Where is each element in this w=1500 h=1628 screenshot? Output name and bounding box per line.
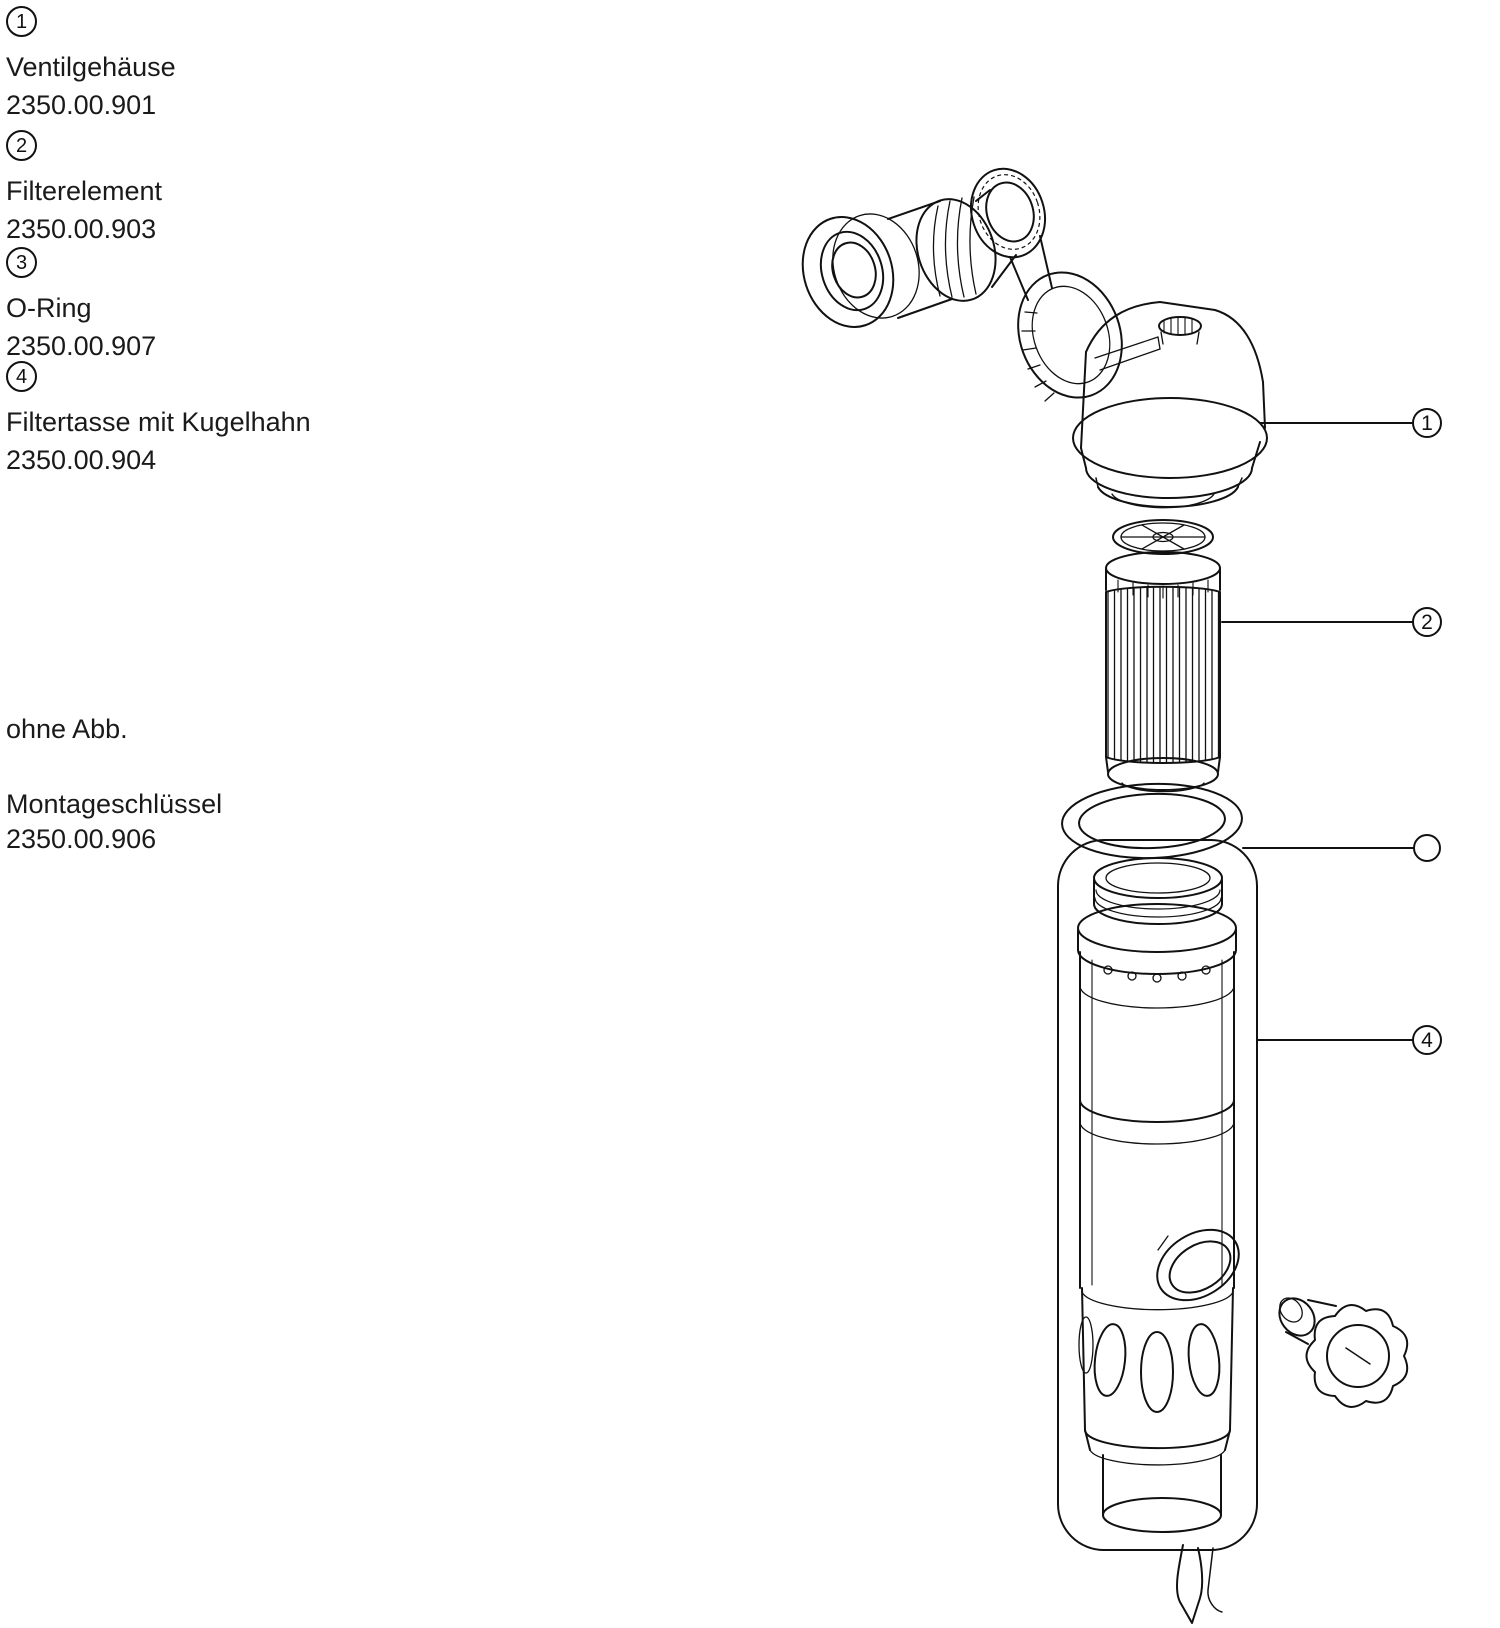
part-4-name: Filtertasse mit Kugelhahn [6,407,311,437]
part-1-code: 2350.00.901 [6,90,157,120]
callouts [1221,408,1442,1055]
no-illustration-code: 2350.00.906 [6,824,157,854]
filter-cup-drawing [1057,839,1258,1624]
part-3-number-badge: 3 [6,247,37,278]
part-1-number-badge: 1 [6,6,37,37]
callout-number-4: 4 [1421,1029,1433,1052]
legend-entry-1: 1 Ventilgehäuse 2350.00.901 [6,6,176,121]
callout-circle-3 [1413,834,1441,862]
part-2-code: 2350.00.903 [6,214,157,244]
part-2-name: Filterelement [6,176,163,206]
callout-circle-1 [1412,408,1442,438]
part-3-name: O-Ring [6,293,92,323]
legend-entry-3: 3 O-Ring 2350.00.907 [6,247,156,362]
callout-numbers: 1 2 4 [1421,412,1433,1052]
callout-circle-2 [1412,607,1442,637]
legend-entry-2: 2 Filterelement 2350.00.903 [6,130,162,245]
part-4-number-badge: 4 [6,361,37,392]
no-illustration-name: Montageschlüssel [6,789,223,819]
part-3-code: 2350.00.907 [6,331,157,361]
o-ring-drawing [1061,782,1243,860]
filter-element-drawing [1105,519,1221,793]
part-2-number-badge: 2 [6,130,37,161]
callout-circle-4 [1412,1025,1442,1055]
legend-entry-4: 4 Filtertasse mit Kugelhahn 2350.00.904 [6,361,311,476]
part-1-name: Ventilgehäuse [6,52,176,82]
ball-valve-handwheel-drawing [1278,1297,1409,1408]
legend-entry-no-illustration: ohne Abb. Montageschlüssel 2350.00.906 [6,714,222,855]
callout-number-1: 1 [1421,412,1433,435]
callout-number-2: 2 [1421,611,1433,634]
part-4-code: 2350.00.904 [6,445,157,475]
valve-housing-drawing [801,167,1268,509]
no-illustration-heading: ohne Abb. [6,714,128,744]
